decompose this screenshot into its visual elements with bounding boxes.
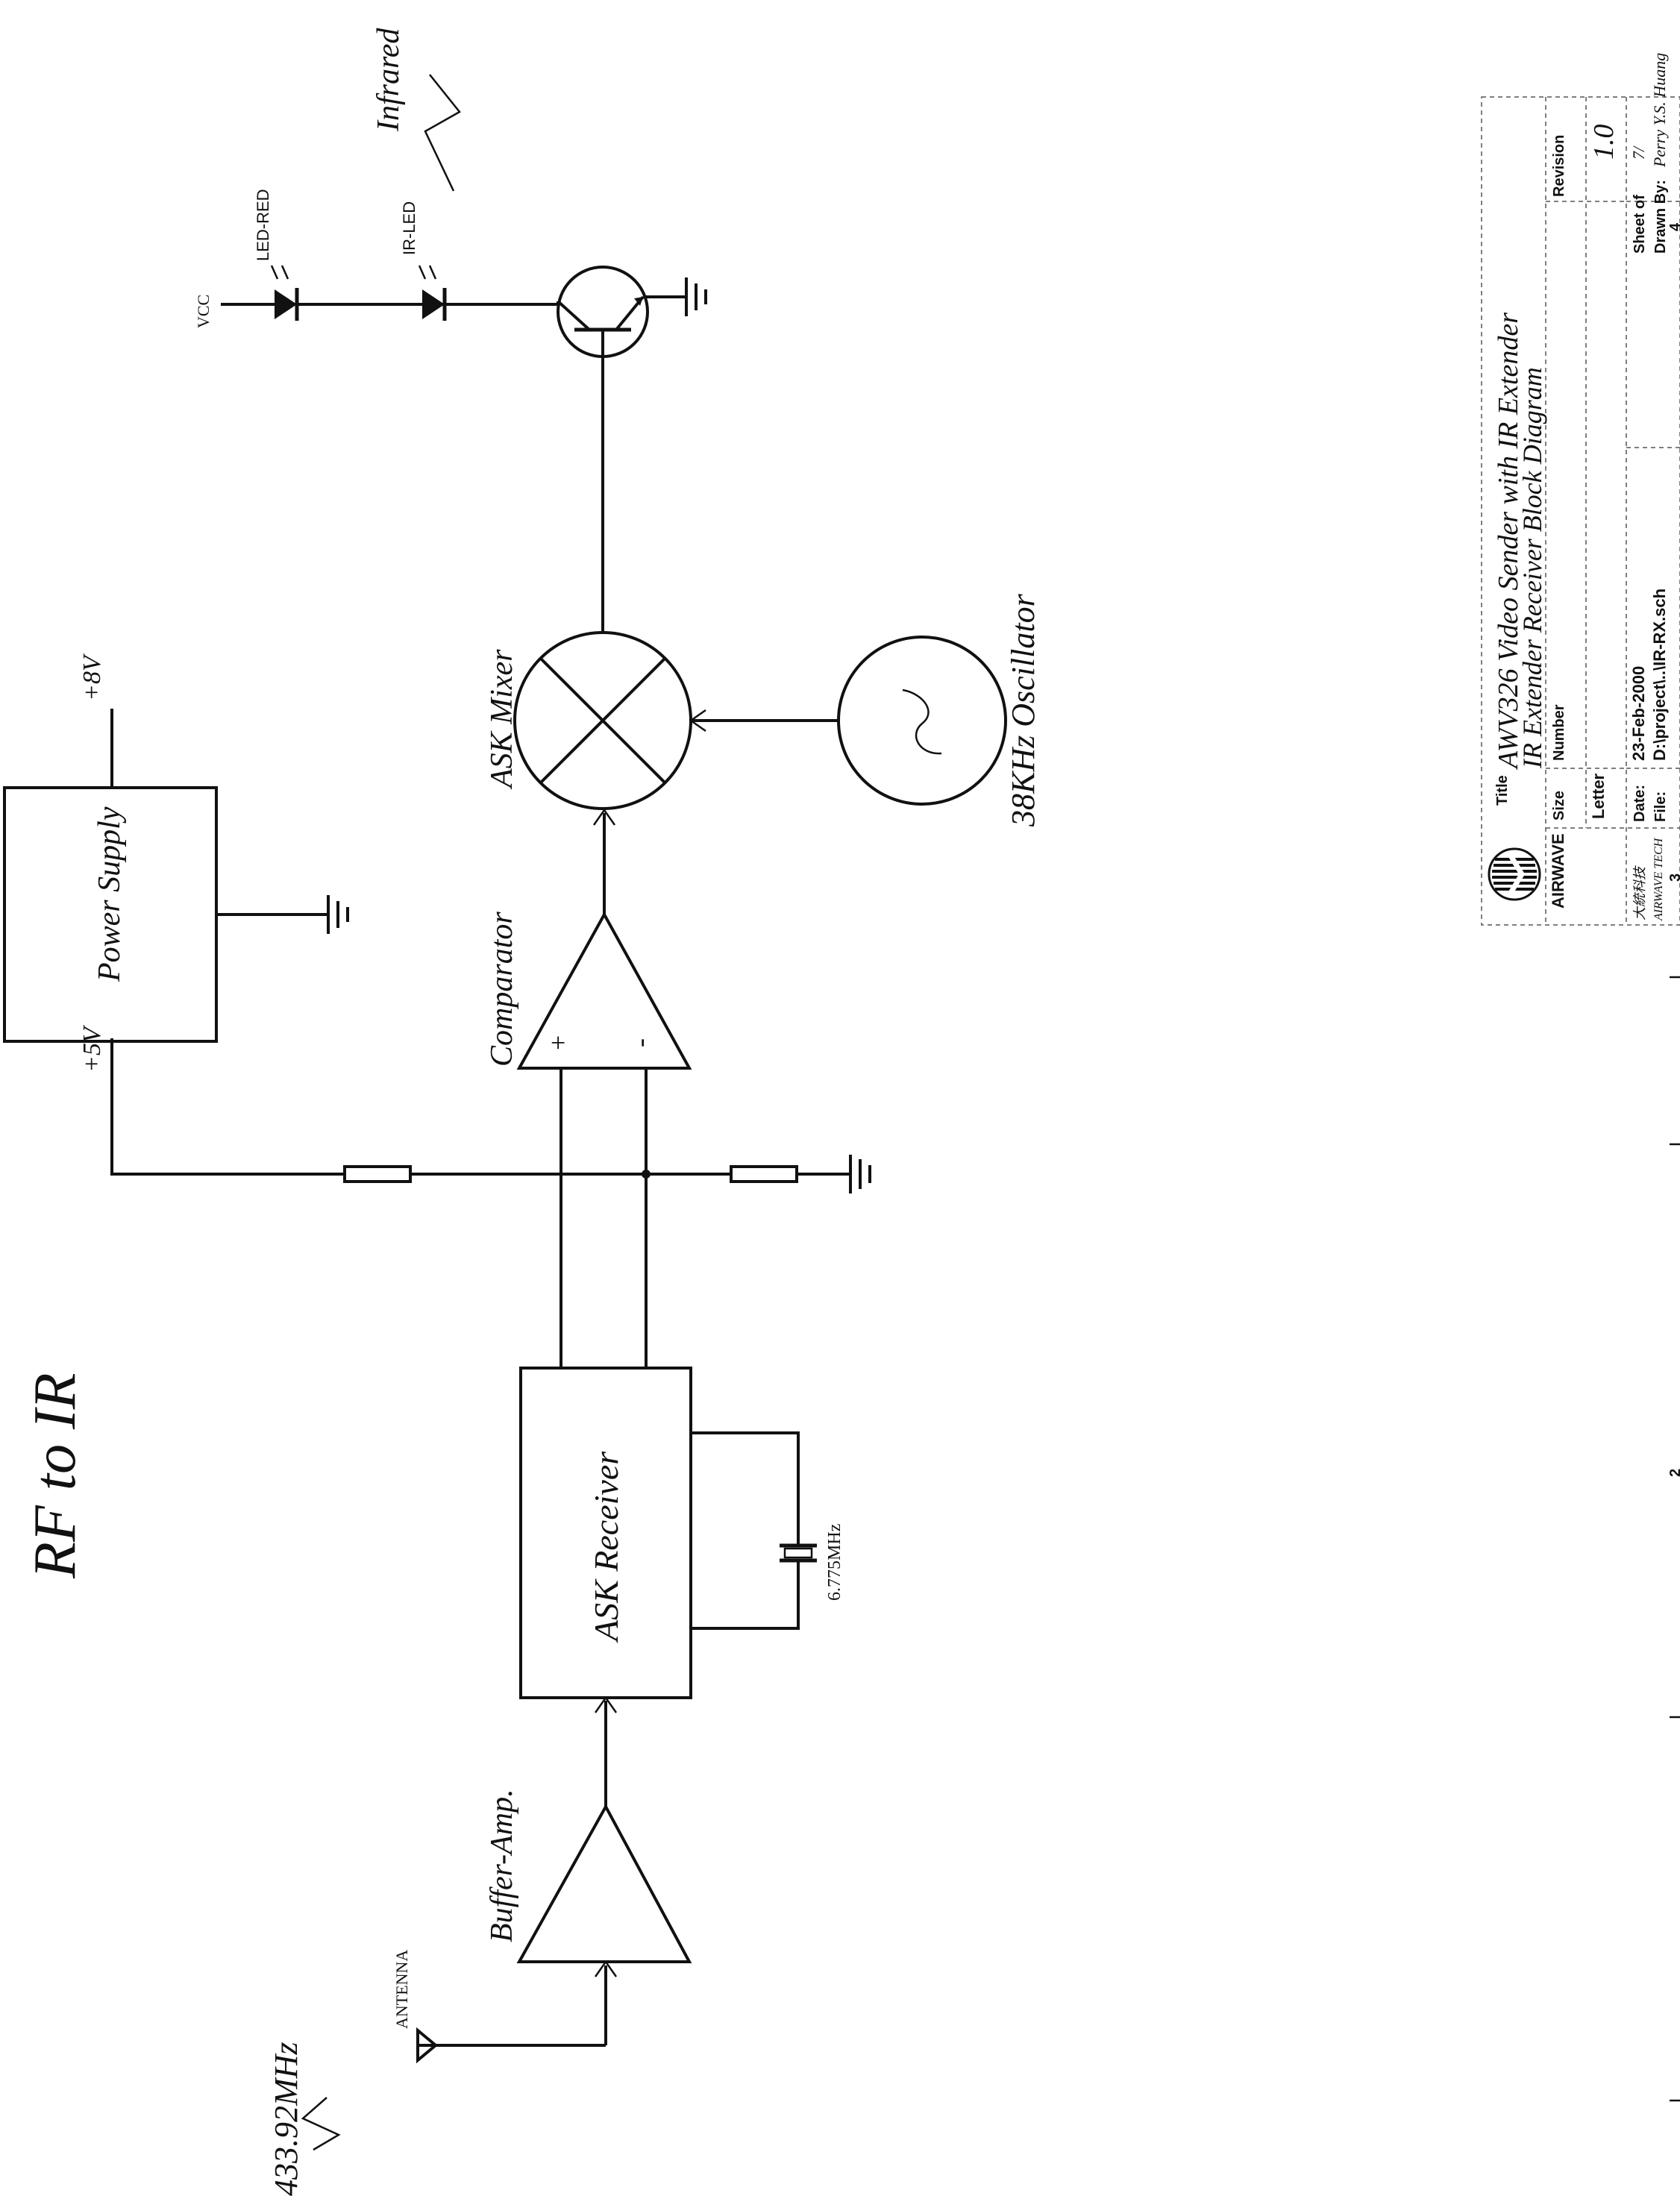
ask-receiver-label: ASK Receiver bbox=[587, 1451, 625, 1643]
sheet-label: Sheet of bbox=[1632, 195, 1648, 254]
oscillator-label: 38KHz Oscillator bbox=[1005, 593, 1041, 827]
title-line2: IR Extender Receiver Block Diagram bbox=[1517, 367, 1547, 769]
drawn-by-label: Drawn By: bbox=[1652, 180, 1669, 254]
comparator-plus: + bbox=[543, 1035, 573, 1050]
infrared-label: Infrared bbox=[372, 28, 406, 132]
ground-divider bbox=[849, 1155, 871, 1193]
drawn-by-value: Perry Y.S. Huang bbox=[1650, 53, 1669, 168]
date-label: Date: bbox=[1632, 785, 1648, 822]
border-number: 4 bbox=[1667, 222, 1680, 231]
ground-transistor bbox=[685, 277, 707, 316]
v5-label: +5V bbox=[78, 1024, 106, 1073]
company-name: AIRWAVE bbox=[1549, 833, 1567, 909]
power-supply-label: Power Supply bbox=[93, 806, 127, 982]
oscillator bbox=[689, 636, 1007, 806]
rf-wave bbox=[301, 2097, 341, 2151]
title-line1: AWV326 Video Sender with IR Extender bbox=[1493, 313, 1524, 771]
infrared-wave bbox=[424, 74, 461, 192]
led-red-label: LED-RED bbox=[254, 189, 272, 261]
company-sub: AIRWAVE TECH bbox=[1652, 837, 1665, 921]
buffer-amp-label: Buffer-Amp. bbox=[485, 1789, 519, 1942]
ask-mixer-label: ASK Mixer bbox=[485, 649, 519, 790]
border-number: 2 bbox=[1667, 1469, 1680, 1477]
company-logo bbox=[1488, 847, 1541, 901]
vcc-label: VCC bbox=[194, 295, 213, 328]
ask-receiver-box bbox=[519, 1367, 692, 1699]
frequency-label: 433.92MHz bbox=[268, 2042, 304, 2196]
ir-led-label: IR-LED bbox=[400, 201, 419, 255]
reference-divider bbox=[110, 1038, 850, 1183]
revision-label: Revision bbox=[1551, 135, 1567, 197]
number-label: Number bbox=[1551, 704, 1567, 761]
crystal-label: 6.775MHz bbox=[825, 1524, 844, 1601]
ground-power bbox=[327, 895, 349, 934]
file-label: File: bbox=[1652, 791, 1669, 822]
arrow-into-mixer bbox=[592, 808, 616, 826]
crystal bbox=[691, 1431, 817, 1630]
title-label: Title bbox=[1494, 775, 1511, 806]
v8-label: +8V bbox=[78, 653, 106, 701]
sheet-value: 7/ bbox=[1629, 145, 1648, 160]
size-value: Letter bbox=[1589, 773, 1608, 819]
size-label: Size bbox=[1551, 791, 1567, 821]
comparator bbox=[516, 911, 692, 1070]
ask-mixer bbox=[513, 631, 692, 810]
led-chain bbox=[221, 265, 558, 321]
revision-value: 1.0 bbox=[1588, 125, 1620, 160]
border-number: 3 bbox=[1667, 873, 1680, 882]
comparator-minus: - bbox=[625, 1038, 655, 1047]
diagram-title: RF to IR bbox=[22, 1373, 88, 1579]
buffer-amp bbox=[516, 1803, 692, 1963]
antenna bbox=[416, 2027, 606, 2064]
date-value: 23-Feb-2000 bbox=[1629, 666, 1648, 761]
file-value: D:\project\..\IR-RX.sch bbox=[1650, 589, 1669, 761]
transistor bbox=[557, 266, 649, 358]
company-chinese: 大統科技 bbox=[1632, 865, 1647, 920]
comparator-label: Comparator bbox=[485, 912, 519, 1067]
title-block bbox=[1481, 96, 1680, 926]
antenna-label: ANTENNA bbox=[392, 1950, 411, 2029]
